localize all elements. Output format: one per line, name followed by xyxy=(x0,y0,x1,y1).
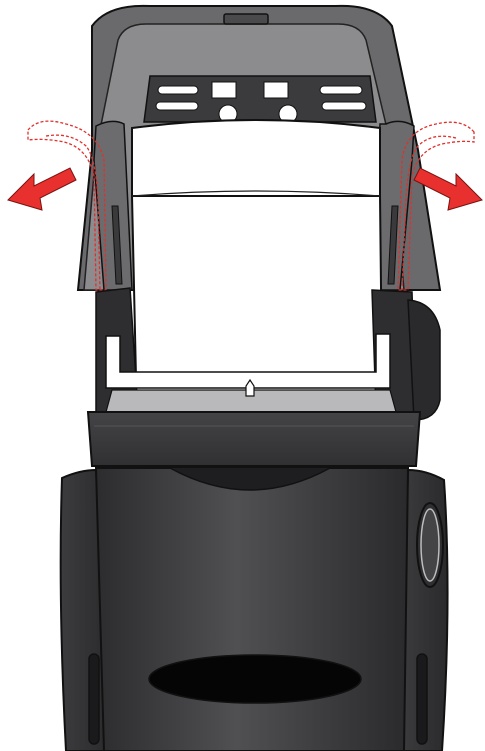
printer-base xyxy=(61,468,448,751)
right-side-latch[interactable] xyxy=(408,300,440,420)
plate-slot xyxy=(322,102,366,110)
feed-button-ring xyxy=(421,509,439,581)
cover-hinge-notch xyxy=(224,14,268,24)
right-grip xyxy=(417,654,427,744)
roll-top xyxy=(132,120,380,196)
plate-window-left xyxy=(212,82,236,98)
label-roll xyxy=(132,120,382,378)
base-main-body xyxy=(96,468,408,751)
tray-front-lip xyxy=(88,412,420,466)
plate-window-right xyxy=(264,82,288,98)
plate-slot xyxy=(320,86,362,94)
plate-slot xyxy=(158,86,198,94)
left-grip xyxy=(89,654,99,744)
control-plate xyxy=(144,76,376,122)
plate-slot xyxy=(156,102,198,110)
paper-sheet xyxy=(132,196,382,378)
arrow-left-icon xyxy=(8,168,76,210)
paper-exit-slot xyxy=(149,655,361,703)
